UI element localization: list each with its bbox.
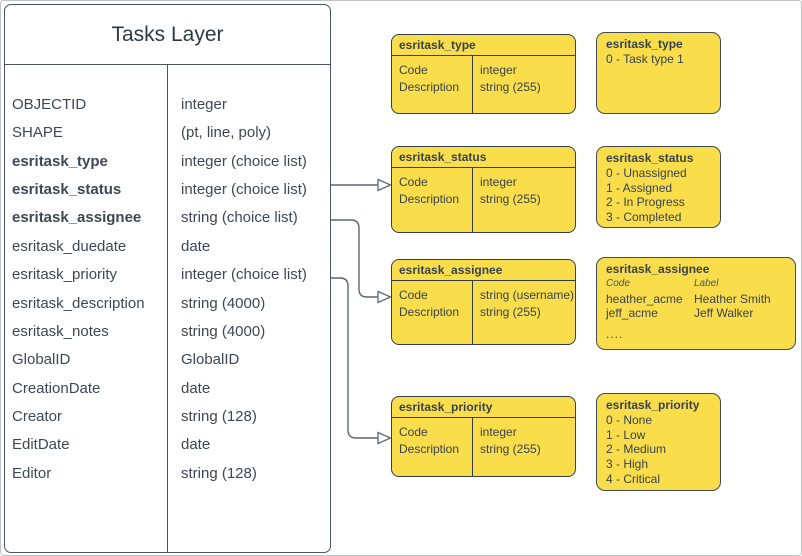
field-name: esritask_assignee: [12, 209, 142, 227]
field-type: (pt, line, poly): [181, 124, 272, 142]
domain-values-esritask-assignee: esritask_assignee Code Label heather_acm…: [596, 257, 796, 350]
domain-value-item: 3 - High: [606, 457, 649, 472]
field-type: string (4000): [181, 294, 266, 312]
field-type: date: [181, 237, 211, 255]
field-type: string (128): [181, 464, 257, 482]
assignee-code-header: Code: [606, 277, 630, 289]
field-row-creator: Creator string (128): [5, 403, 330, 431]
domain-values-esritask-status: esritask_status 0 - Unassigned 1 - Assig…: [596, 146, 721, 228]
domain-value-item: 0 - None: [606, 412, 653, 427]
field-row-esritask-duedate: esritask_duedate date: [5, 233, 330, 261]
field-type: integer: [181, 96, 227, 113]
domain-table-title: esritask_priority: [392, 397, 575, 418]
connector-priority: [331, 277, 378, 439]
arrowhead-priority-icon: [377, 431, 393, 445]
domain-values-esritask-type: esritask_type 0 - Task type 1: [596, 32, 721, 114]
field-type: GlobalID: [181, 351, 240, 369]
domain-value-item: 2 - In Progress: [606, 195, 685, 210]
field-row-esritask-type: esritask_type integer (choice list): [5, 148, 330, 176]
domain-table-title: esritask_type: [392, 35, 575, 56]
tasks-layer-title: Tasks Layer: [5, 5, 330, 65]
assignee-label: Heather Smith: [694, 291, 771, 306]
field-type: integer (choice list): [181, 181, 307, 199]
domain-value-item: 0 - Task type 1: [606, 51, 684, 66]
domain-value-item: 2 - Medium: [606, 442, 667, 457]
domain-value-item: 3 - Completed: [606, 210, 682, 225]
assignee-code: heather_acme: [606, 291, 683, 306]
field-name: Creator: [12, 407, 63, 425]
arrowhead-assignee-icon: [377, 290, 393, 304]
assignee-label-header: Label: [694, 277, 719, 289]
assignee-code: jeff_acme: [606, 306, 658, 321]
tasks-layer-table: Tasks Layer OBJECTID integer SHAPE (pt, li…: [4, 4, 331, 553]
field-row-editdate: EditDate date: [5, 431, 330, 459]
field-type: string (choice list): [181, 209, 298, 227]
field-row-shape: SHAPE (pt, line, poly): [5, 119, 330, 147]
field-name: Editor: [12, 464, 52, 482]
tasks-layer-fields: OBJECTID integer SHAPE (pt, line, poly) es…: [5, 91, 330, 488]
field-row-editor: Editor string (128): [5, 460, 330, 488]
field-name: EditDate: [12, 436, 70, 454]
field-type: string (128): [181, 407, 257, 425]
field-row-objectid: OBJECTID integer: [5, 91, 330, 119]
assignee-label: Jeff Walker: [694, 306, 754, 321]
domain-table-title: esritask_assignee: [392, 260, 575, 281]
domain-values-esritask-priority: esritask_priority 0 - None 1 - Low 2 - M…: [596, 393, 721, 491]
field-type: string (4000): [181, 322, 266, 340]
field-row-esritask-notes: esritask_notes string (4000): [5, 318, 330, 346]
field-name: esritask_priority: [12, 266, 118, 284]
arrowhead-status-icon: [377, 178, 393, 192]
field-row-esritask-priority: esritask_priority integer (choice list): [5, 261, 330, 289]
field-row-esritask-assignee: esritask_assignee string (choice list): [5, 204, 330, 232]
connector-assignee: [331, 219, 378, 298]
assignee-value-grid: Code Label heather_acme Heather Smith je…: [606, 277, 786, 321]
field-row-globalid: GlobalID GlobalID: [5, 346, 330, 374]
column-divider: [166, 64, 168, 552]
field-name: CreationDate: [12, 379, 101, 397]
domain-values-title: esritask_status: [606, 151, 694, 165]
field-name: esritask_duedate: [12, 237, 127, 255]
domain-values-title: esritask_priority: [606, 398, 700, 412]
field-name: SHAPE: [12, 124, 63, 142]
domain-table-title: esritask_status: [392, 147, 575, 168]
field-name: esritask_notes: [12, 322, 109, 340]
field-name: esritask_status: [12, 181, 122, 199]
domain-values-title: esritask_assignee: [606, 262, 710, 276]
field-row-esritask-description: esritask_description string (4000): [5, 290, 330, 318]
field-name: esritask_type: [12, 152, 108, 170]
field-type: integer (choice list): [181, 152, 307, 170]
field-name: esritask_description: [12, 294, 145, 312]
assignee-more-ellipsis: ....: [606, 327, 624, 342]
domain-table-field-types: string (username)string (255): [480, 288, 575, 319]
field-row-creationdate: CreationDate date: [5, 375, 330, 403]
field-name: GlobalID: [12, 351, 71, 369]
field-type: date: [181, 436, 211, 454]
field-type: integer (choice list): [181, 266, 307, 284]
field-type: date: [181, 379, 211, 397]
domain-value-item: 1 - Low: [606, 427, 646, 442]
domain-value-item: 1 - Assigned: [606, 180, 673, 195]
field-row-esritask-status: esritask_status integer (choice list): [5, 176, 330, 204]
domain-value-item: 0 - Unassigned: [606, 165, 687, 180]
domain-values-title: esritask_type: [606, 37, 683, 51]
field-name: OBJECTID: [12, 96, 87, 113]
domain-value-item: 4 - Critical: [606, 471, 661, 486]
